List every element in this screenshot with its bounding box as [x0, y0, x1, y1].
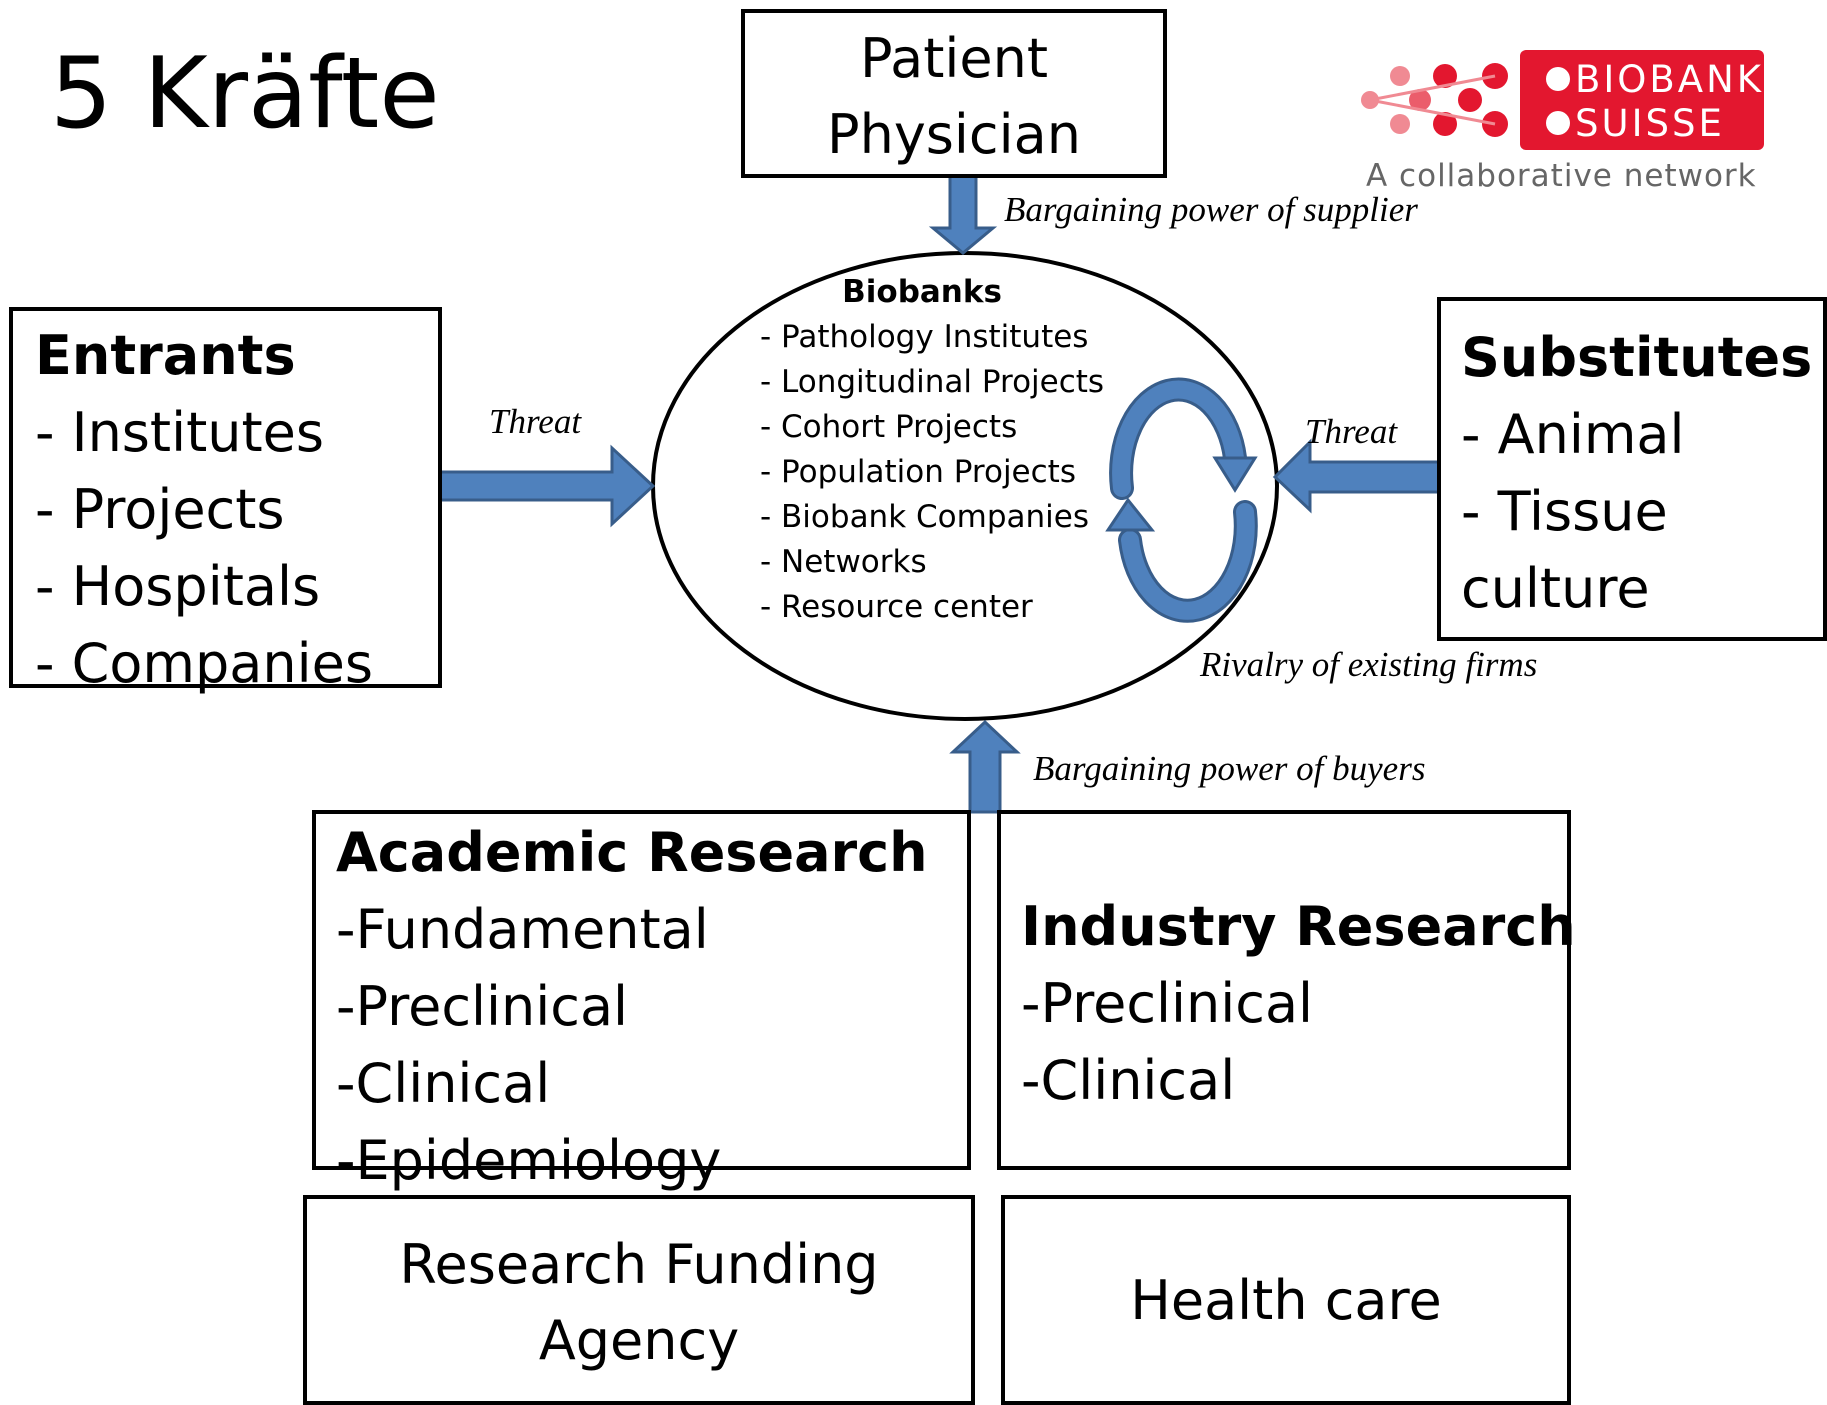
rivalry-arrowhead-left	[1105, 497, 1156, 532]
industry-heading: Industry Research	[1021, 895, 1576, 958]
substitutes-item: - Tissue	[1461, 480, 1668, 543]
entrants-item: - Institutes	[35, 401, 325, 464]
supplier-force-label: Bargaining power of supplier	[1004, 190, 1418, 229]
academic-item: -Epidemiology	[336, 1129, 722, 1192]
entrants-arrow	[438, 444, 656, 528]
biobanks-list: Biobanks - Pathology Institutes - Longit…	[760, 270, 1104, 630]
logo-bullet-icon	[1546, 66, 1570, 91]
health-care-box: Health care	[1001, 1195, 1571, 1405]
biobanks-item: - Population Projects	[760, 454, 1076, 490]
industry-research-box: Industry Research -Preclinical -Clinical	[997, 810, 1576, 1170]
health-care-label: Health care	[1130, 1269, 1442, 1332]
substitutes-heading: Substitutes	[1461, 326, 1813, 389]
industry-item: -Preclinical	[1021, 972, 1314, 1035]
biobank-suisse-logo: BIOBANK SUISSE A collaborative network	[1350, 40, 1770, 200]
logo-tagline: A collaborative network	[1366, 158, 1757, 194]
academic-research-box: Academic Research -Fundamental -Preclini…	[312, 810, 971, 1192]
academic-heading: Academic Research	[336, 821, 928, 884]
rivalry-cycle-icon	[1109, 377, 1258, 623]
biobanks-heading: Biobanks	[842, 274, 1002, 310]
logo-bullet-icon	[1546, 110, 1570, 135]
buyers-arrow	[949, 719, 1021, 814]
biobanks-item: - Longitudinal Projects	[760, 364, 1105, 400]
funding-line1: Research Funding	[399, 1233, 879, 1296]
entrants-threat-label: Threat	[489, 402, 582, 441]
research-funding-box: Research Funding Agency	[303, 1195, 975, 1405]
substitutes-item: culture	[1461, 557, 1650, 620]
supplier-arrow	[928, 174, 998, 255]
supplier-line2: Physician	[827, 103, 1081, 166]
logo-badge: BIOBANK SUISSE	[1520, 50, 1764, 150]
academic-item: -Fundamental	[336, 898, 709, 961]
entrants-box: Entrants - Institutes - Projects - Hospi…	[9, 307, 442, 695]
substitutes-threat-label: Threat	[1305, 412, 1398, 451]
biobanks-item: - Cohort Projects	[760, 409, 1018, 445]
academic-item: -Clinical	[336, 1052, 551, 1115]
biobanks-item: - Biobank Companies	[760, 499, 1089, 535]
substitutes-box: Substitutes - Animal - Tissue culture	[1437, 297, 1827, 641]
academic-item: -Preclinical	[336, 975, 629, 1038]
page-title: 5 Kräfte	[50, 37, 440, 151]
biobanks-item: - Pathology Institutes	[760, 319, 1089, 355]
funding-line2: Agency	[538, 1309, 740, 1372]
rivalry-label: Rivalry of existing firms	[1200, 645, 1538, 684]
substitutes-item: - Animal	[1461, 403, 1685, 466]
industry-item: -Clinical	[1021, 1049, 1236, 1112]
entrants-item: - Companies	[35, 632, 373, 695]
buyers-force-label: Bargaining power of buyers	[1033, 749, 1426, 788]
rivalry-arrowhead-right	[1212, 456, 1258, 493]
entrants-heading: Entrants	[35, 324, 296, 387]
entrants-item: - Projects	[35, 478, 285, 541]
supplier-line1: Patient	[859, 27, 1049, 90]
entrants-item: - Hospitals	[35, 555, 321, 618]
logo-line1: BIOBANK	[1575, 58, 1765, 101]
biobanks-item: - Networks	[760, 544, 927, 580]
biobanks-item: - Resource center	[760, 589, 1033, 625]
substitutes-arrow	[1272, 438, 1442, 514]
supplier-box: Patient Physician	[741, 9, 1167, 178]
logo-line2: SUISSE	[1575, 102, 1725, 145]
logo-dots-icon	[1361, 63, 1508, 137]
